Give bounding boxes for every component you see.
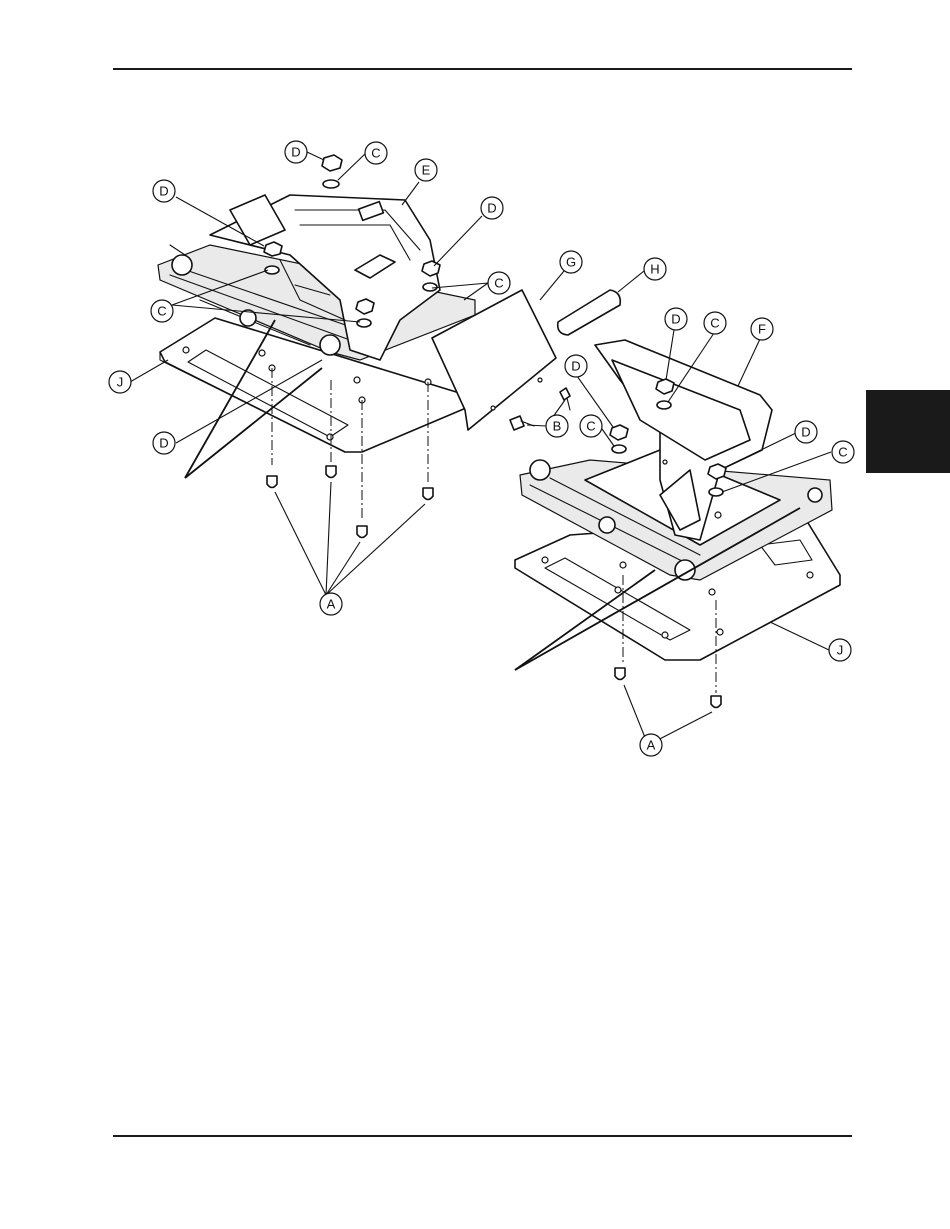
svg-text:D: D: [801, 425, 810, 440]
callout-c-left: C: [151, 300, 173, 322]
svg-text:J: J: [117, 375, 124, 390]
svg-text:B: B: [553, 419, 562, 434]
svg-text:C: C: [157, 304, 166, 319]
callout-b: B: [546, 415, 568, 437]
svg-text:D: D: [291, 145, 300, 160]
left-bar: [558, 290, 621, 335]
callout-d-left-upper: D: [153, 180, 175, 202]
callout-d-right3: D: [795, 421, 817, 443]
svg-text:C: C: [371, 146, 380, 161]
callout-d-mid: D: [481, 197, 503, 219]
svg-text:J: J: [837, 643, 844, 658]
svg-text:H: H: [650, 262, 659, 277]
svg-text:G: G: [566, 255, 576, 270]
left-bolt-b: [510, 416, 524, 430]
svg-text:D: D: [159, 436, 168, 451]
svg-text:D: D: [671, 312, 680, 327]
svg-text:C: C: [586, 419, 595, 434]
callout-f: F: [751, 318, 773, 340]
callout-c-top: C: [365, 142, 387, 164]
svg-text:C: C: [494, 276, 503, 291]
callout-d-left-lower: D: [153, 432, 175, 454]
callout-d-right1: D: [665, 308, 687, 330]
svg-text:A: A: [327, 597, 336, 612]
callout-j-left: J: [109, 371, 131, 393]
svg-text:D: D: [571, 359, 580, 374]
svg-text:D: D: [487, 201, 496, 216]
callout-d-right2: D: [565, 355, 587, 377]
callout-h: H: [644, 258, 666, 280]
svg-text:D: D: [159, 184, 168, 199]
callout-d-top: D: [285, 141, 307, 163]
svg-text:C: C: [838, 445, 847, 460]
svg-text:F: F: [758, 322, 766, 337]
svg-text:A: A: [647, 738, 656, 753]
svg-text:E: E: [422, 163, 431, 178]
callout-e: E: [415, 159, 437, 181]
callout-c-right1: C: [704, 312, 726, 334]
callout-a-left: A: [320, 593, 342, 615]
svg-text:C: C: [710, 316, 719, 331]
callout-j-right: J: [829, 639, 851, 661]
callout-c-right3: C: [832, 441, 854, 463]
callout-c-mid: C: [488, 272, 510, 294]
callout-g: G: [560, 251, 582, 273]
callout-a-right: A: [640, 734, 662, 756]
callout-c-right2: C: [580, 415, 602, 437]
